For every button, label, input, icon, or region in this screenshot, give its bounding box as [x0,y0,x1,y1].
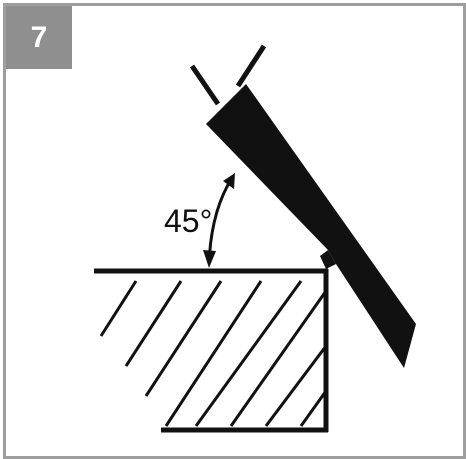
mitre-square-diagram: 45° [94,44,416,433]
workpiece-hatched-icon [94,268,329,433]
angle-arc-arrow-icon [203,173,235,268]
square-tool-icon [189,44,416,368]
step-number-badge: 7 [6,6,72,69]
figure-frame: 7 [3,3,466,459]
angle-label: 45° [164,203,212,239]
